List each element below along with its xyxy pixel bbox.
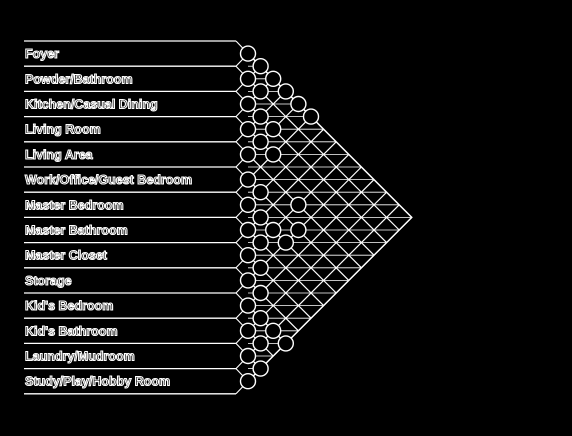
lattice-line xyxy=(247,153,362,269)
row-endpoint-marker xyxy=(239,171,257,188)
row-endpoint-marker xyxy=(239,322,257,339)
adjacency-marker xyxy=(265,322,282,339)
adjacency-marker xyxy=(290,196,307,214)
room-label: Master Bedroom xyxy=(25,198,124,212)
adjacency-marker xyxy=(265,221,282,239)
row-endpoint-marker xyxy=(239,146,257,163)
adjacency-markers xyxy=(239,45,320,390)
room-label: Master Closet xyxy=(25,249,108,263)
room-label: Foyer xyxy=(25,47,59,61)
lattice-line xyxy=(247,116,312,181)
adjacency-marker xyxy=(252,284,269,302)
room-label: Living Room xyxy=(25,123,101,137)
row-endpoint-marker xyxy=(239,246,257,264)
adjacency-marker xyxy=(252,57,269,75)
row-endpoint-marker xyxy=(239,272,257,289)
adjacency-marker xyxy=(302,108,320,125)
room-label: Powder/Bathroom xyxy=(25,72,133,86)
row-endpoint-marker xyxy=(239,70,257,88)
row-endpoint-marker xyxy=(239,297,257,314)
row-endpoint-marker xyxy=(239,221,257,239)
room-label: Kid's Bedroom xyxy=(25,299,113,313)
adjacency-marker xyxy=(252,108,269,125)
adjacency-marker xyxy=(252,209,269,226)
row-endpoint-marker xyxy=(239,373,257,390)
row-endpoint-marker xyxy=(239,95,257,113)
room-label: Laundry/Mudroom xyxy=(25,350,135,364)
room-label: Kitchen/Casual Dining xyxy=(25,98,158,112)
adjacency-marker xyxy=(290,221,307,239)
room-label: Study/Play/Hobby Room xyxy=(25,375,170,389)
adjacency-marker xyxy=(252,183,269,201)
adjacency-marker xyxy=(252,234,269,251)
row-endpoint-marker xyxy=(239,120,257,138)
adjacency-marker xyxy=(277,335,294,352)
adjacency-marker xyxy=(252,259,269,276)
lattice-line xyxy=(247,90,287,130)
adjacency-marker xyxy=(265,146,282,163)
adjacency-marker xyxy=(252,133,269,151)
adjacency-marker xyxy=(277,83,294,100)
adjacency-marker xyxy=(252,310,269,327)
row-endpoint-marker xyxy=(239,196,257,214)
lattice-line xyxy=(247,191,388,332)
row-lines xyxy=(24,40,249,395)
adjacency-marker xyxy=(252,360,269,377)
lattice-line xyxy=(247,305,287,344)
lattice-line xyxy=(247,166,362,281)
room-label: Work/Office/Guest Bedroom xyxy=(25,173,192,187)
adjacency-marker xyxy=(265,120,282,138)
adjacency-marker xyxy=(252,335,269,352)
room-label: Living Area xyxy=(25,148,94,162)
room-label: Master Bathroom xyxy=(25,224,128,238)
row-endpoint-marker xyxy=(239,45,257,62)
room-label: Storage xyxy=(25,274,72,288)
adjacency-marker xyxy=(265,70,282,88)
adjacency-marker xyxy=(252,83,269,100)
adjacency-marker xyxy=(290,95,307,113)
room-label: Kid's Bathroom xyxy=(25,324,118,338)
row-endpoint-marker xyxy=(239,347,257,365)
adjacency-marker xyxy=(277,234,294,251)
